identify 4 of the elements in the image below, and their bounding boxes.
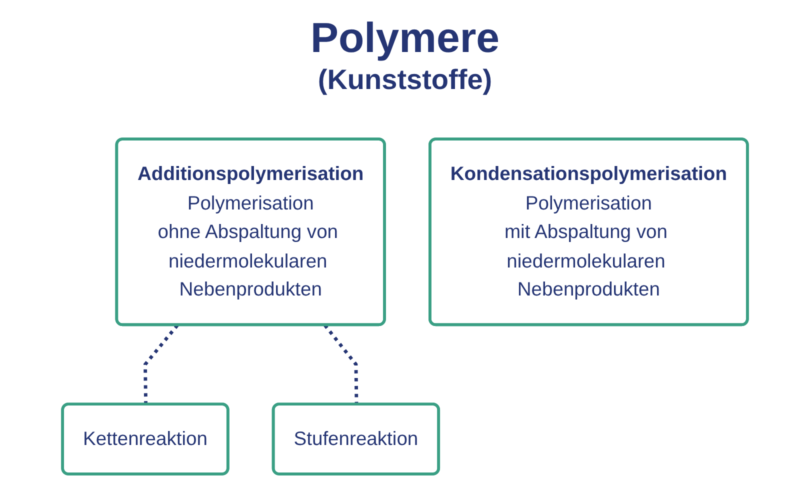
connector [324, 324, 358, 405]
subtitle: (Kunststoffe) [318, 64, 492, 96]
diagram-title: Polymere [310, 14, 500, 62]
connector [144, 324, 179, 405]
